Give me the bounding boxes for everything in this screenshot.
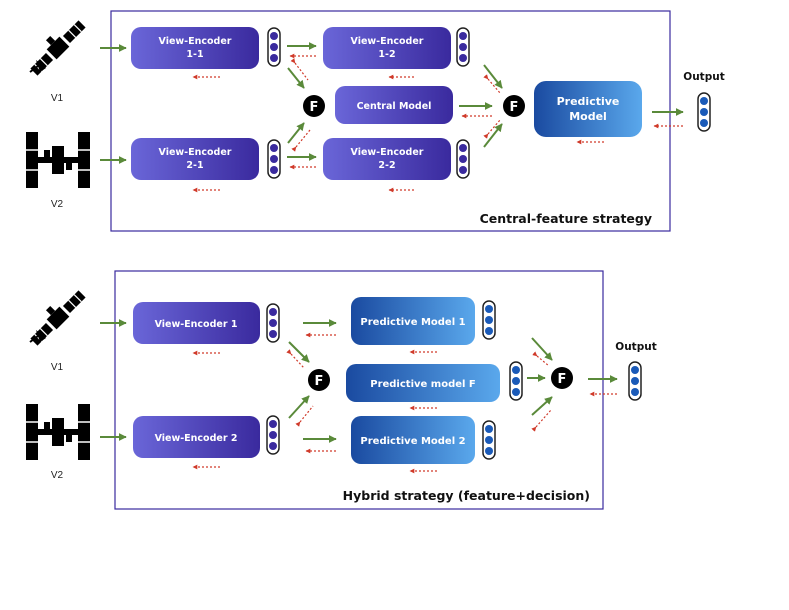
embedding-vector-icon (267, 27, 281, 67)
backward-arrow (483, 74, 501, 94)
backward-arrow (531, 409, 552, 432)
backward-arrow (532, 351, 550, 367)
predictive-model-2: Predictive Model 2 (351, 416, 475, 464)
view-encoder-2-1: View-Encoder 2-1 (131, 138, 259, 180)
predictive-label: Predictive Model 1 (360, 317, 465, 328)
v2-label: V2 (51, 470, 64, 481)
view-encoder-2: View-Encoder 2 (133, 416, 260, 458)
predictive-model-f: Predictive model F (346, 364, 500, 402)
forward-arrow (287, 122, 305, 144)
encoder-label-line1: View-Encoder (159, 36, 232, 47)
backward-arrow (290, 58, 309, 81)
backward-arrow (295, 405, 314, 427)
encoder-label-line2: 1-1 (186, 49, 203, 60)
v2-label: V2 (51, 199, 64, 210)
predictive-model: Predictive Model (534, 81, 642, 137)
encoder-label-line2: 2-1 (186, 160, 203, 171)
panel-central-feature: V1 V2 View-Encoder 1-1 Vi (26, 10, 725, 232)
fusion-label: F (510, 100, 519, 115)
predictive-model-1: Predictive Model 1 (351, 297, 475, 345)
encoder-label: View-Encoder 1 (155, 319, 238, 330)
prediction-vector-icon (509, 361, 523, 401)
encoder-label-line1: View-Encoder (351, 147, 424, 158)
fusion-label: F (310, 100, 319, 115)
output-label: Output (683, 71, 724, 83)
satellite-icon (29, 20, 86, 76)
prediction-vector-icon (482, 420, 496, 460)
embedding-vector-icon (456, 27, 470, 67)
forward-arrow (483, 64, 503, 89)
embedding-vector-icon (266, 303, 280, 343)
fusion-node: F (503, 95, 525, 117)
backward-arrow (286, 349, 305, 369)
backward-arrow (291, 129, 311, 152)
panel-frame (110, 10, 671, 232)
predictive-label-line1: Predictive (557, 95, 620, 108)
panel-hybrid: V1 V2 View-Encoder 1 View-Encoder 2 (26, 270, 657, 510)
satellite-icon (29, 290, 86, 346)
fusion-node: F (303, 95, 325, 117)
embedding-vector-icon (456, 139, 470, 179)
space-station-icon (26, 132, 90, 188)
embedding-vector-icon (267, 139, 281, 179)
predictive-label-line2: Model (569, 110, 607, 123)
view-encoder-1: View-Encoder 1 (133, 302, 260, 344)
panel-title: Hybrid strategy (feature+decision) (343, 488, 590, 503)
predictive-label: Predictive model F (370, 379, 476, 390)
forward-arrow (531, 396, 553, 416)
backward-arrow (483, 119, 501, 139)
encoder-label-line2: 1-2 (378, 49, 395, 60)
fusion-node: F (551, 367, 573, 389)
forward-arrow (288, 341, 310, 363)
fusion-label: F (558, 372, 567, 387)
v1-label: V1 (51, 362, 64, 373)
space-station-icon (26, 404, 90, 460)
forward-arrow (531, 337, 553, 361)
view-encoder-1-1: View-Encoder 1-1 (131, 27, 259, 69)
embedding-vector-icon (266, 415, 280, 455)
encoder-label: View-Encoder 2 (155, 433, 238, 444)
output-label: Output (615, 341, 656, 353)
prediction-vector-icon (482, 300, 496, 340)
view-encoder-1-2: View-Encoder 1-2 (323, 27, 451, 69)
output-vector-icon (697, 92, 711, 132)
encoder-label-line1: View-Encoder (351, 36, 424, 47)
output-vector-icon (628, 361, 642, 401)
panel-frame (114, 270, 604, 510)
panel-title: Central-feature strategy (480, 211, 652, 226)
central-model: Central Model (335, 86, 453, 124)
fusion-label: F (315, 374, 324, 389)
predictive-label: Predictive Model 2 (360, 436, 465, 447)
fusion-node: F (308, 369, 330, 391)
v1-label: V1 (51, 93, 64, 104)
forward-arrow (483, 123, 503, 148)
encoder-label-line2: 2-2 (378, 160, 395, 171)
forward-arrow (288, 395, 310, 419)
forward-arrow (287, 67, 305, 89)
central-model-label: Central Model (357, 101, 432, 112)
encoder-label-line1: View-Encoder (159, 147, 232, 158)
view-encoder-2-2: View-Encoder 2-2 (323, 138, 451, 180)
